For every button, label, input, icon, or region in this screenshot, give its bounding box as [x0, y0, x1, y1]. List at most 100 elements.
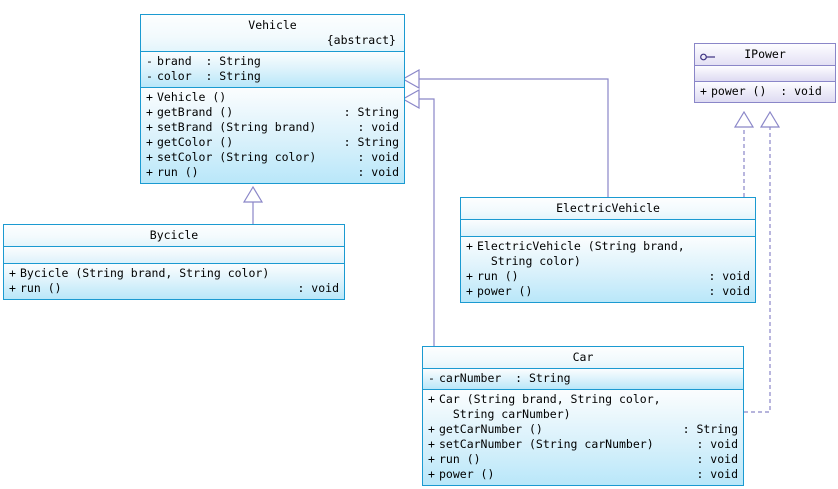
- visibility-marker: +: [428, 467, 435, 481]
- visibility-marker: +: [146, 90, 153, 104]
- class-name-electricvehicle: ElectricVehicle: [556, 201, 660, 215]
- class-name-car: Car: [572, 350, 594, 364]
- visibility-marker: +: [428, 392, 435, 406]
- class-box-vehicle[interactable]: Vehicle {abstract} - brand : String - co…: [140, 14, 405, 184]
- operation-signature: run (): [439, 452, 481, 466]
- operation-row: + Bycicle (String brand, String color): [9, 266, 339, 281]
- visibility-marker: +: [466, 239, 473, 253]
- operation-row: + run () : void: [428, 452, 738, 467]
- class-name-vehicle: Vehicle: [248, 18, 297, 32]
- operation-row: + run () : void: [466, 269, 750, 284]
- attributes-compartment-car: - carNumber : String: [423, 368, 743, 389]
- operations-compartment-bycicle: + Bycicle (String brand, String color) +…: [4, 263, 344, 299]
- operation-signature: Bycicle (String brand, String color): [20, 266, 270, 280]
- edge-electricvehicle-to-ipower: [733, 110, 755, 197]
- visibility-marker: +: [9, 281, 16, 295]
- operation-return: : String: [343, 105, 399, 119]
- operations-compartment-ipower: + power () : void: [695, 81, 835, 102]
- visibility-marker: -: [428, 371, 435, 385]
- operation-row: + power () : void: [466, 284, 750, 299]
- operation-signature: ElectricVehicle (String brand, String co…: [477, 239, 685, 268]
- edge-car-to-vehicle: [401, 88, 435, 346]
- visibility-marker: +: [146, 105, 153, 119]
- operation-return: : void: [696, 437, 738, 451]
- operations-compartment-electricvehicle: + ElectricVehicle (String brand, String …: [461, 236, 755, 302]
- visibility-marker: +: [700, 84, 707, 98]
- operation-signature: getColor (): [157, 135, 234, 149]
- operation-row: + power () : void: [428, 467, 738, 482]
- operation-signature: run (): [477, 269, 519, 283]
- operation-signature: power (): [439, 467, 495, 481]
- operation-row: + run () : void: [146, 165, 399, 180]
- operation-row: + getColor () : String: [146, 135, 399, 150]
- attribute-row: - color : String: [146, 69, 399, 84]
- operation-return: : void: [357, 165, 399, 179]
- class-name-bycicle: Bycicle: [149, 228, 199, 242]
- attributes-compartment-vehicle: - brand : String - color : String: [141, 51, 404, 87]
- operation-row: + getBrand () : String: [146, 105, 399, 120]
- operation-return: : void: [297, 281, 339, 295]
- attributes-compartment-ipower: [695, 65, 835, 81]
- operation-row: + setCarNumber (String carNumber) : void: [428, 437, 738, 452]
- visibility-marker: +: [146, 150, 153, 164]
- operation-signature: power () : void: [711, 84, 822, 98]
- visibility-marker: +: [428, 452, 435, 466]
- attribute-signature: color : String: [157, 69, 261, 83]
- operation-return: : void: [357, 120, 399, 134]
- interface-name-ipower: IPower: [744, 47, 786, 61]
- operation-signature: run (): [157, 165, 199, 179]
- operation-return: : void: [708, 284, 750, 298]
- operation-signature: setBrand (String brand): [157, 120, 317, 134]
- operations-compartment-vehicle: + Vehicle () + getBrand () : String + se…: [141, 87, 404, 183]
- class-box-car[interactable]: Car - carNumber : String + Car (String b…: [422, 346, 744, 486]
- class-box-electricvehicle[interactable]: ElectricVehicle + ElectricVehicle (Strin…: [460, 197, 756, 303]
- operation-row: + setColor (String color) : void: [146, 150, 399, 165]
- operation-return: : void: [696, 452, 738, 466]
- visibility-marker: +: [146, 120, 153, 134]
- operation-signature: Car (String brand, String color, String …: [439, 392, 661, 421]
- visibility-marker: -: [146, 54, 153, 68]
- interface-lollipop-icon: [700, 50, 716, 60]
- operation-signature: getBrand (): [157, 105, 234, 119]
- visibility-marker: +: [146, 135, 153, 149]
- attribute-signature: brand : String: [157, 54, 261, 68]
- operation-row: + Vehicle (): [146, 90, 399, 105]
- attributes-compartment-bycicle: [4, 246, 344, 263]
- class-title-bycicle: Bycicle: [4, 225, 344, 246]
- operation-row: + setBrand (String brand) : void: [146, 120, 399, 135]
- class-title-vehicle: Vehicle {abstract}: [141, 15, 404, 51]
- attribute-signature: carNumber : String: [439, 371, 571, 385]
- visibility-marker: +: [466, 269, 473, 283]
- interface-title-ipower: IPower: [695, 44, 835, 65]
- attribute-row: - carNumber : String: [428, 371, 738, 386]
- operation-signature: run (): [20, 281, 62, 295]
- edge-electricvehicle-to-vehicle: [401, 68, 609, 197]
- operations-compartment-car: + Car (String brand, String color, Strin…: [423, 389, 743, 485]
- class-title-car: Car: [423, 347, 743, 368]
- operation-return: : void: [357, 150, 399, 164]
- visibility-marker: +: [428, 422, 435, 436]
- operation-signature: Vehicle (): [157, 90, 227, 104]
- attribute-row: - brand : String: [146, 54, 399, 69]
- operation-signature: setCarNumber (String carNumber): [439, 437, 654, 451]
- operation-return: : void: [708, 269, 750, 283]
- operation-signature: getCarNumber (): [439, 422, 543, 436]
- visibility-marker: +: [466, 284, 473, 298]
- operation-return: : String: [682, 422, 738, 436]
- operation-signature: power (): [477, 284, 533, 298]
- operation-row: + run () : void: [9, 281, 339, 296]
- operation-signature: setColor (String color): [157, 150, 317, 164]
- visibility-marker: +: [428, 437, 435, 451]
- operation-row: + ElectricVehicle (String brand, String …: [466, 239, 750, 269]
- interface-box-ipower[interactable]: IPower + power () : void: [694, 43, 836, 103]
- attributes-compartment-electricvehicle: [461, 219, 755, 236]
- operation-row: + getCarNumber () : String: [428, 422, 738, 437]
- visibility-marker: +: [146, 165, 153, 179]
- operation-row: + Car (String brand, String color, Strin…: [428, 392, 738, 422]
- visibility-marker: +: [9, 266, 16, 280]
- class-box-bycicle[interactable]: Bycicle + Bycicle (String brand, String …: [3, 224, 345, 300]
- operation-return: : void: [696, 467, 738, 481]
- class-title-electricvehicle: ElectricVehicle: [461, 198, 755, 219]
- class-stereotype-vehicle: {abstract}: [326, 33, 396, 47]
